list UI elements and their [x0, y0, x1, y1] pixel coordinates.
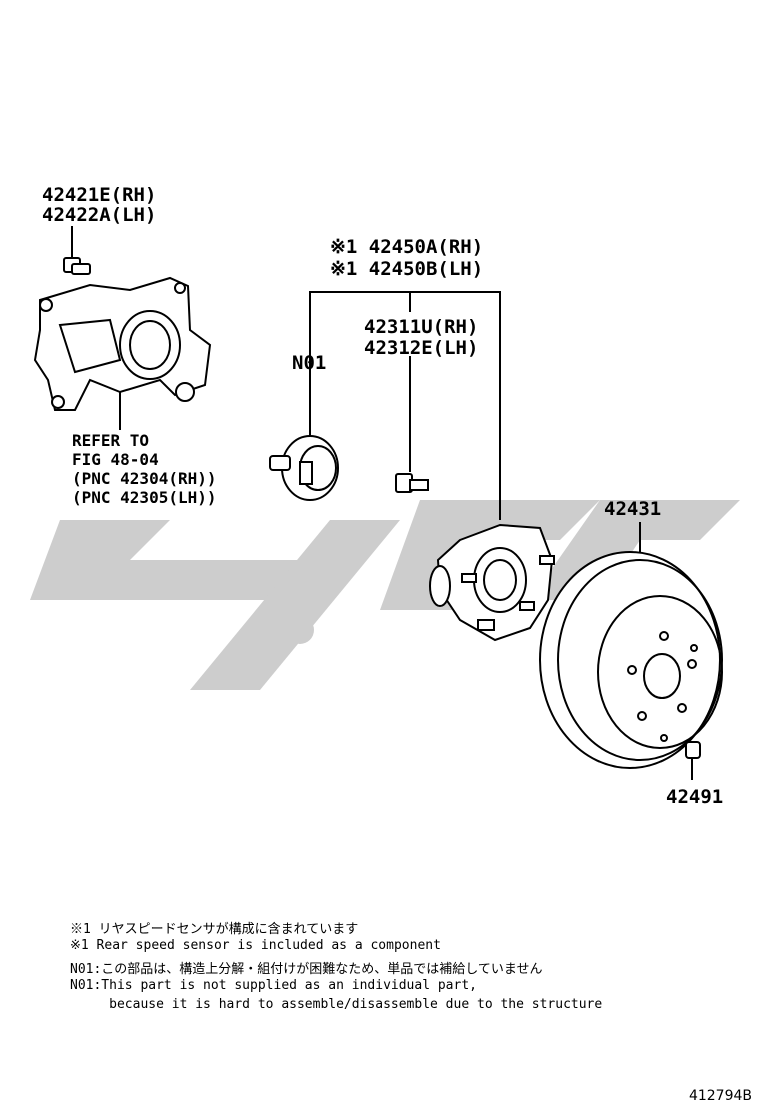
leader-lines [71, 226, 693, 780]
knuckle-rh-label[interactable]: 42421E(RH) [42, 184, 157, 206]
note-1-ja: ※1 リヤスピードセンサが構成に含まれています [70, 922, 359, 937]
disc-nut [685, 741, 701, 759]
note-2-en-line1: N01:This part is not supplied as an indi… [70, 978, 477, 993]
disc-label[interactable]: 42431 [604, 498, 662, 520]
refer-line-4: (PNC 42305(LH)) [72, 488, 217, 507]
hub-bearing [429, 523, 555, 642]
hub-bolt [395, 473, 429, 493]
bolt-lh-label[interactable]: 42312E(LH) [364, 337, 479, 359]
refer-line-2: FIG 48-04 [72, 450, 159, 469]
note-2-en-line2: because it is hard to assemble/disassemb… [70, 997, 603, 1012]
speed-sensor [269, 435, 339, 501]
bolt-rh-label[interactable]: 42311U(RH) [364, 316, 479, 338]
refer-line-3: (PNC 42304(RH)) [72, 469, 217, 488]
refer-line-1: REFER TO [72, 431, 150, 450]
knuckle-bolt [63, 257, 91, 275]
hub-lh-label[interactable]: ※1 42450B(LH) [330, 258, 484, 280]
hub-rh-label[interactable]: ※1 42450A(RH) [330, 236, 484, 258]
nut-label[interactable]: 42491 [666, 786, 724, 808]
brake-disc [539, 551, 723, 769]
figure-number: 412794B [688, 1088, 752, 1104]
knuckle-lh-label[interactable]: 42422A(LH) [42, 204, 157, 226]
steering-knuckle [33, 276, 212, 411]
note-2-ja: N01:この部品は、構造上分解・組付けが困難なため、単品では補給していません [70, 962, 543, 977]
note-1-en: ※1 Rear speed sensor is included as a co… [70, 938, 441, 953]
n01-label[interactable]: N01 [292, 352, 327, 374]
